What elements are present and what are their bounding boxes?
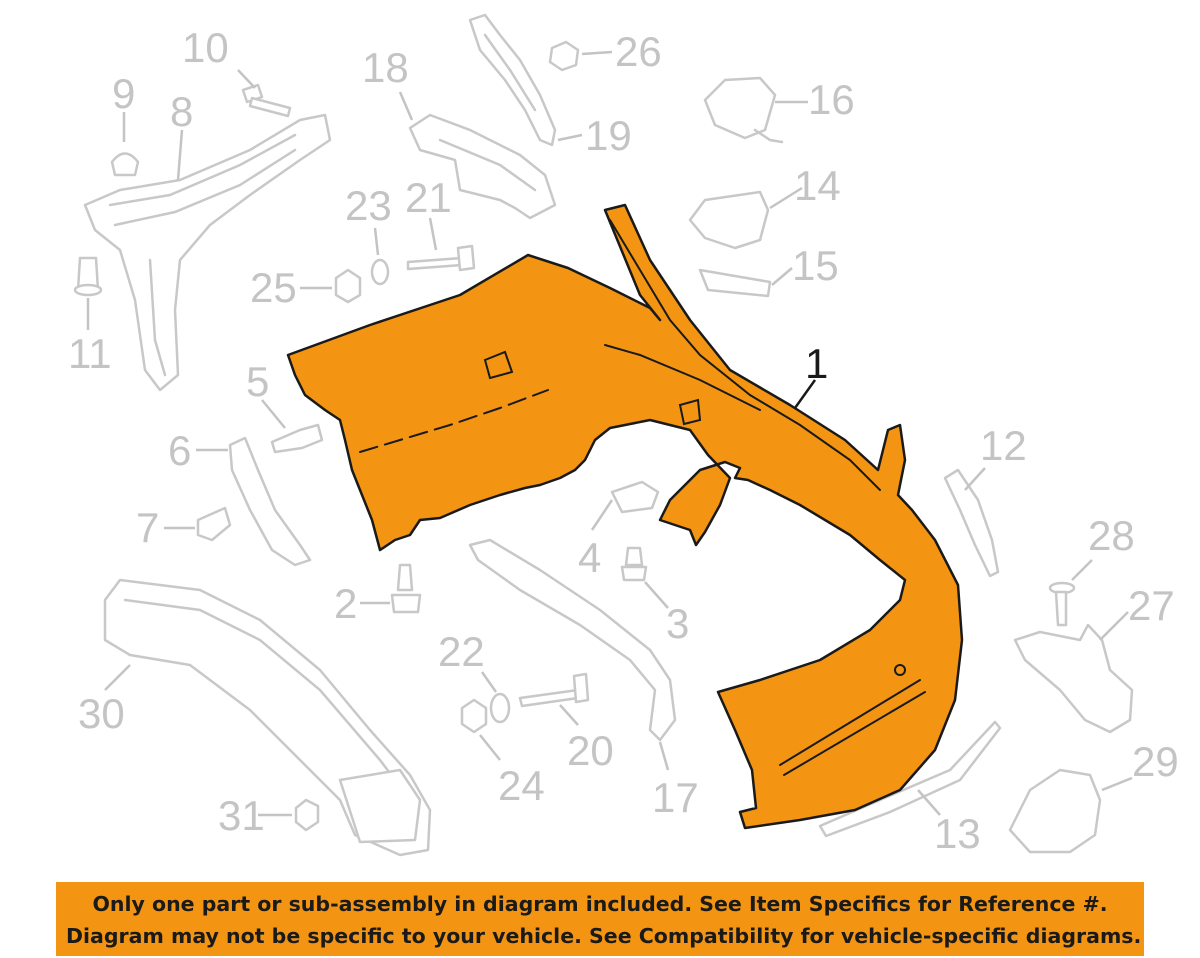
part-11-bolt [73, 256, 103, 330]
part-18-bracket [398, 91, 557, 220]
part-30-beam [103, 578, 432, 857]
callout-24: 24 [498, 762, 545, 809]
part-15-reflector [698, 267, 793, 298]
callout-5: 5 [246, 358, 269, 405]
part-28-bolt [1048, 559, 1093, 627]
callout-1: 1 [805, 340, 828, 387]
part-26-nut [548, 40, 613, 72]
callout-11: 11 [68, 330, 112, 377]
callout-7: 7 [136, 504, 159, 551]
callout-17: 17 [652, 774, 699, 821]
part-6-bracket [196, 436, 312, 567]
callout-30: 30 [78, 690, 125, 737]
part-27-bracket [1013, 611, 1134, 734]
part-2-bolt [360, 563, 422, 614]
part-7-clip [164, 506, 232, 542]
callout-18: 18 [362, 44, 409, 91]
callout-27: 27 [1128, 582, 1175, 629]
callout-10: 10 [182, 24, 229, 71]
part-21-bolt [406, 217, 476, 272]
part-29-housing [1008, 768, 1133, 854]
callout-25: 25 [250, 264, 297, 311]
disclaimer-banner: Only one part or sub-assembly in diagram… [56, 882, 1144, 956]
callout-15: 15 [792, 242, 839, 289]
part-20-bolt [518, 672, 590, 726]
main-leader [793, 379, 817, 409]
callout-4: 4 [578, 534, 601, 581]
parts-diagram: 1 2 3 4 5 6 7 8 9 10 11 12 13 14 15 16 1… [68, 13, 1179, 857]
part-16-sensor [703, 76, 808, 144]
callout-29: 29 [1132, 738, 1179, 785]
callout-14: 14 [794, 162, 841, 209]
part-25-nut [300, 268, 362, 304]
part-22-washer [480, 671, 511, 724]
part-24-nut [460, 698, 501, 761]
callout-2: 2 [334, 580, 357, 627]
part-4-clip [590, 480, 660, 531]
callout-28: 28 [1088, 512, 1135, 559]
disclaimer-line-1: Only one part or sub-assembly in diagram… [92, 892, 1108, 916]
part-17-absorber [468, 538, 677, 771]
callout-21: 21 [405, 174, 452, 221]
part-13-strip [818, 720, 1002, 838]
callout-12: 12 [980, 422, 1027, 469]
part-10-bolt [237, 69, 292, 118]
callout-31: 31 [218, 792, 265, 839]
part-1-bumper-cover [286, 203, 964, 830]
callout-13: 13 [934, 810, 981, 857]
part-23-washer [370, 227, 390, 286]
part-19-bracket [468, 13, 583, 147]
part-5-bolt [261, 399, 324, 454]
callout-3: 3 [666, 600, 689, 647]
callout-9: 9 [112, 70, 135, 117]
part-8-bracket [83, 113, 332, 392]
part-12-bracket [943, 467, 1000, 578]
callout-26: 26 [615, 28, 662, 75]
callout-16: 16 [808, 76, 855, 123]
part-3-bolt [620, 546, 669, 609]
callout-20: 20 [567, 727, 614, 774]
part-9-clip [110, 112, 140, 177]
callout-22: 22 [438, 628, 485, 675]
disclaimer-line-2: Diagram may not be specific to your vehi… [66, 924, 1142, 948]
callout-6: 6 [168, 427, 191, 474]
callout-23: 23 [345, 182, 392, 229]
part-14-bracket [688, 186, 803, 250]
part-31-nut [258, 798, 320, 832]
callout-19: 19 [585, 112, 632, 159]
callout-8: 8 [170, 88, 193, 135]
